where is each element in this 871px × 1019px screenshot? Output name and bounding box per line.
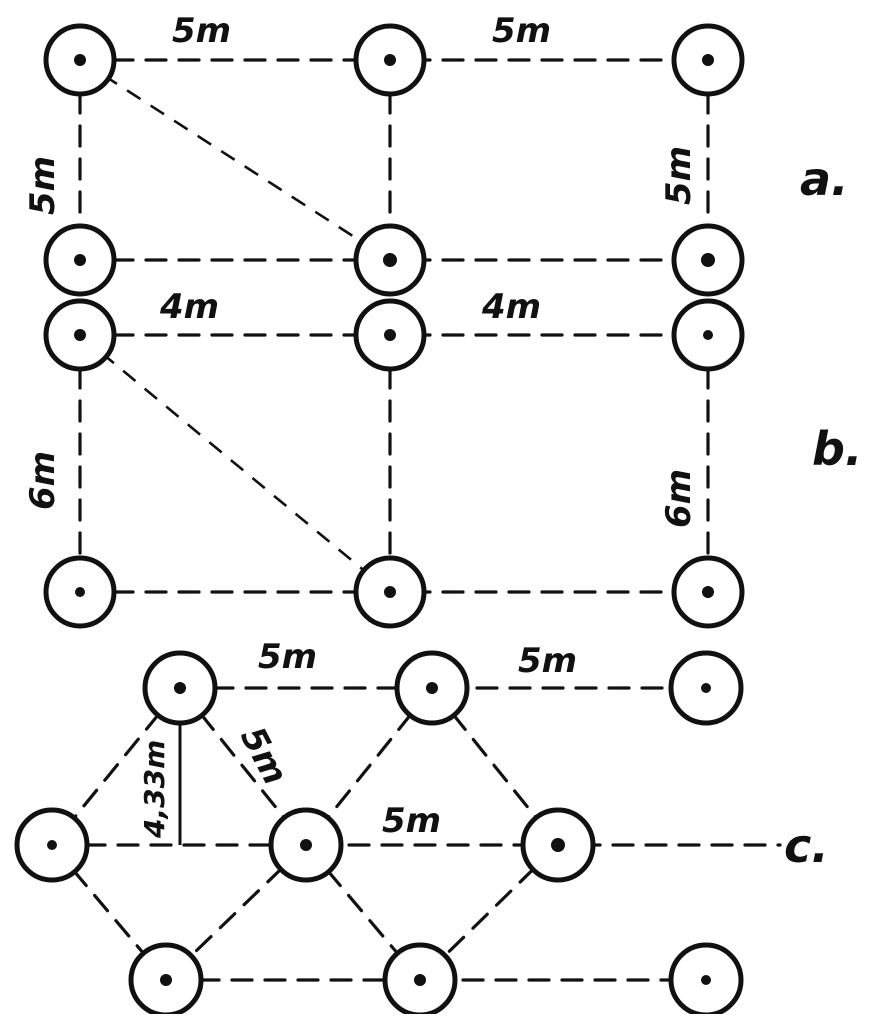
panel-a-horizontal-left-label: 5m [172, 11, 231, 51]
tree-c-9 [668, 942, 744, 1018]
panel-c-row-height-label: 4,33m [138, 740, 171, 839]
panel-b-vertical-left-label: 6m [23, 451, 63, 510]
panel-a-vertical-right-label: 5m [659, 146, 699, 205]
panel-c-middle-label: 5m [382, 801, 441, 841]
panel-b-horizontal-right-label: 4m [481, 287, 541, 327]
panel-c-top-left-label: 5m [258, 637, 317, 677]
tree-a-2 [353, 23, 427, 97]
tree-b-6 [671, 555, 745, 629]
panel-c-diagonal-label: 5m [232, 720, 295, 791]
tree-a-4 [43, 223, 117, 297]
tree-c-1 [142, 650, 218, 726]
tree-c-4 [14, 807, 90, 883]
panel-c: 5m 5m 5m 5m 4,33m c. [14, 637, 829, 1018]
tree-b-4 [43, 555, 117, 629]
panel-c-top-right-label: 5m [518, 641, 577, 681]
tree-a-1 [43, 23, 117, 97]
tree-b-3 [671, 298, 745, 372]
panel-a-tag: a. [800, 152, 849, 206]
tree-c-5 [268, 807, 344, 883]
tree-a-5 [353, 223, 427, 297]
tree-c-6 [520, 807, 596, 883]
panel-b: 4m 4m 6m 6m b. [23, 287, 862, 629]
panel-a-trees [43, 23, 745, 297]
panel-c-tag: c. [784, 819, 829, 873]
tree-c-2 [394, 650, 470, 726]
panel-b-horizontal-left-label: 4m [159, 287, 219, 327]
panel-a-horizontal-right-label: 5m [492, 11, 551, 51]
tree-a-3 [671, 23, 745, 97]
panel-c-trees [14, 650, 744, 1018]
tree-c-8 [382, 942, 458, 1018]
panel-b-tag: b. [812, 422, 862, 476]
tree-b-1 [43, 298, 117, 372]
panel-a: 5m 5m 5m 5m a. [23, 11, 849, 297]
tree-c-3 [668, 650, 744, 726]
panel-b-connections [78, 333, 710, 594]
tree-c-7 [128, 942, 204, 1018]
tree-a-6 [671, 223, 745, 297]
panel-a-vertical-left-label: 5m [23, 156, 63, 215]
tree-b-2 [353, 298, 427, 372]
panel-b-trees [43, 298, 745, 629]
tree-b-5 [353, 555, 427, 629]
panel-b-vertical-right-label: 6m [659, 469, 699, 528]
